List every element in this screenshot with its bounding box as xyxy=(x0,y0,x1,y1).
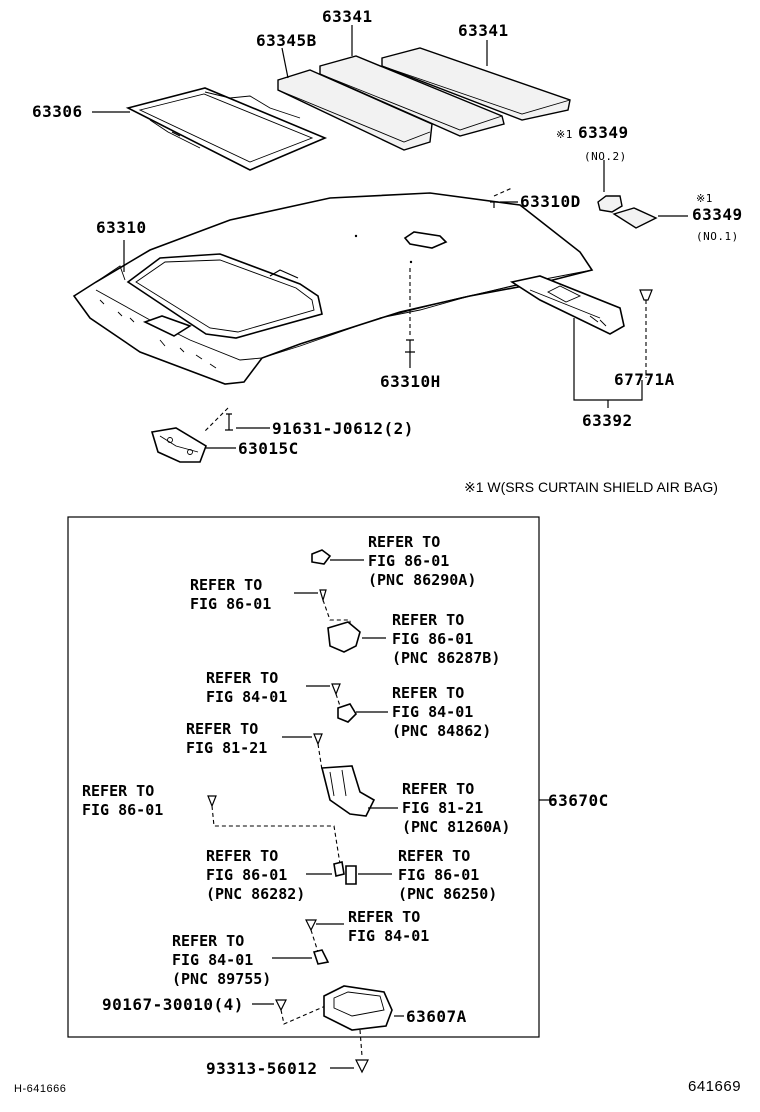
refer-81260A: REFER TO FIG 81-21 (PNC 81260A) xyxy=(402,780,511,836)
refer-84862: REFER TO FIG 84-01 (PNC 84862) xyxy=(392,684,492,740)
rear-trim-63392 xyxy=(509,275,625,335)
refer-86287B: REFER TO FIG 86-01 (PNC 86287B) xyxy=(392,611,501,667)
label-63310D: 63310D xyxy=(520,192,581,211)
headliner-pad-63341-front xyxy=(319,55,505,137)
curtain-shield-pad-no1 xyxy=(612,207,658,229)
curtain-shield-pad-no2 xyxy=(597,195,623,213)
label-63310: 63310 xyxy=(96,218,147,237)
diagram-code-right: 641669 xyxy=(688,1078,742,1095)
label-63310H: 63310H xyxy=(380,372,441,391)
label-91631: 91631-J0612(2) xyxy=(272,419,414,438)
label-63015C: 63015C xyxy=(238,439,299,458)
label-67771A: 67771A xyxy=(614,370,675,389)
airbag-footnote: ※1 W(SRS CURTAIN SHIELD AIR BAG) xyxy=(464,479,718,495)
refer-fig-81-21-a: REFER TO FIG 81-21 xyxy=(186,720,268,757)
refer-86250: REFER TO FIG 86-01 (PNC 86250) xyxy=(398,847,498,903)
label-63392: 63392 xyxy=(582,411,633,430)
refer-fig-84-01-b: REFER TO FIG 84-01 xyxy=(348,908,430,945)
refer-89755: REFER TO FIG 84-01 (PNC 89755) xyxy=(172,932,272,988)
refer-fig-86-01-a: REFER TO FIG 86-01 xyxy=(190,576,272,613)
label-63345B: 63345B xyxy=(256,31,317,50)
refer-86290A: REFER TO FIG 86-01 (PNC 86290A) xyxy=(368,533,477,589)
label-63670C: 63670C xyxy=(548,791,609,810)
label-90167: 90167-30010(4) xyxy=(102,995,244,1014)
refer-fig-86-01-b: REFER TO FIG 86-01 xyxy=(82,782,164,819)
lamp-housing-63607A xyxy=(323,985,393,1031)
airbag-mark-no2: ※1 xyxy=(556,128,573,141)
headliner-pad-63341-rear xyxy=(381,47,571,121)
label-63349-no2: 63349 xyxy=(578,123,629,142)
label-63349-no1: 63349 xyxy=(692,205,743,224)
sunshade-frame-63306 xyxy=(125,87,328,171)
label-63607A: 63607A xyxy=(406,1007,467,1026)
label-63341-front: 63341 xyxy=(322,7,373,26)
label-63349-no2-sub: (NO.2) xyxy=(584,150,627,163)
diagram-code-left: H-641666 xyxy=(14,1083,67,1095)
refer-fig-84-01-a: REFER TO FIG 84-01 xyxy=(206,669,288,706)
label-63306: 63306 xyxy=(32,102,83,121)
label-93313: 93313-56012 xyxy=(206,1059,318,1078)
label-63349-no1-sub: (NO.1) xyxy=(696,230,739,243)
bracket-63015C xyxy=(150,427,207,463)
roof-headliner-63310 xyxy=(72,192,594,385)
headliner-pad-63345B xyxy=(277,69,433,151)
airbag-mark-no1: ※1 xyxy=(696,192,713,205)
label-63341-rear: 63341 xyxy=(458,21,509,40)
refer-86282: REFER TO FIG 86-01 (PNC 86282) xyxy=(206,847,306,903)
